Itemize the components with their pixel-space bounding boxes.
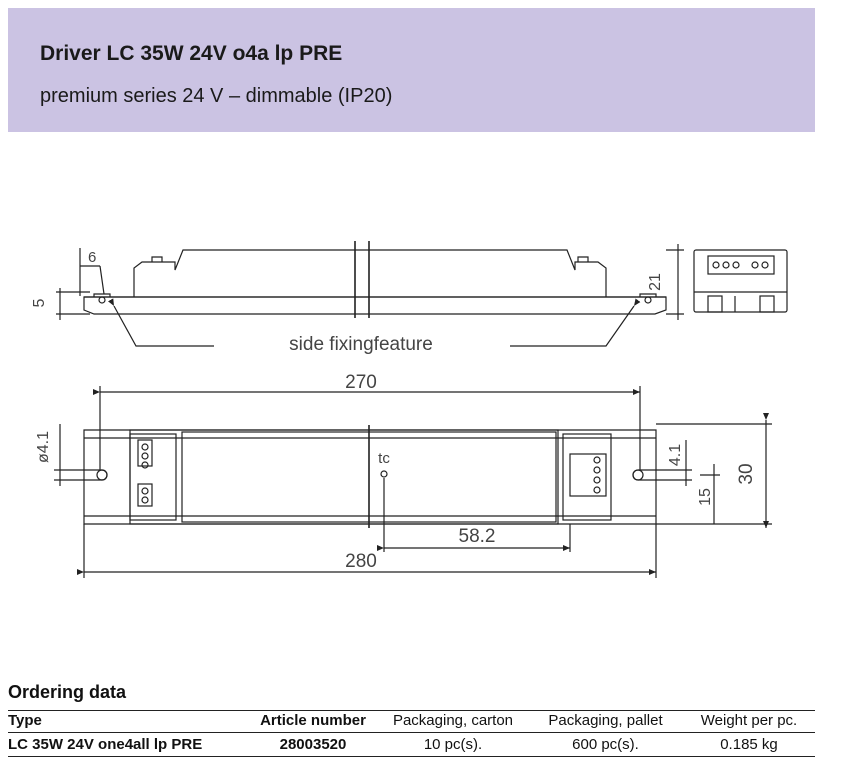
table-row: LC 35W 24V one4all lp PRE 28003520 10 pc… xyxy=(8,732,815,757)
col-article-header: Article number xyxy=(248,710,378,733)
product-subtitle: premium series 24 V – dimmable (IP20) xyxy=(40,85,393,107)
end-view xyxy=(693,249,788,313)
cell-pallet: 600 pc(s). xyxy=(528,732,683,757)
dim-30-label: 30 xyxy=(736,463,757,484)
cell-article: 28003520 xyxy=(248,732,378,757)
product-title: Driver LC 35W 24V o4a lp PRE xyxy=(40,42,343,65)
ordering-table: Type Article number Packaging, carton Pa… xyxy=(8,710,815,757)
dim-6-label: 6 xyxy=(88,249,96,266)
tc-label: tc xyxy=(378,450,390,467)
side-fixing-label: side fixingfeature xyxy=(289,334,433,355)
dim-270-label: 270 xyxy=(345,372,377,393)
title-banner: Driver LC 35W 24V o4a lp PRE premium ser… xyxy=(8,8,815,132)
technical-drawing: 6 5 21 side fixingfeature 270 ø4.1 tc 4.… xyxy=(31,241,788,578)
col-pallet-header: Packaging, pallet xyxy=(528,710,683,733)
dim-21-label: 21 xyxy=(647,273,664,291)
cell-type: LC 35W 24V one4all lp PRE xyxy=(8,732,248,757)
dim-d41-label: ø4.1 xyxy=(35,431,52,463)
col-type-header: Type xyxy=(8,710,248,733)
dim-582-label: 58.2 xyxy=(459,526,496,547)
dim-5-label: 5 xyxy=(31,298,48,307)
side-view xyxy=(56,241,684,347)
col-weight-header: Weight per pc. xyxy=(683,710,815,733)
dim-15-label: 15 xyxy=(697,488,714,506)
col-carton-header: Packaging, carton xyxy=(378,710,528,733)
dim-41-label: 4.1 xyxy=(667,444,684,466)
cell-weight: 0.185 kg xyxy=(683,732,815,757)
dim-280-label: 280 xyxy=(345,551,377,572)
top-view xyxy=(54,386,772,578)
cell-carton: 10 pc(s). xyxy=(378,732,528,757)
table-header-row: Type Article number Packaging, carton Pa… xyxy=(8,710,815,733)
ordering-data-title: Ordering data xyxy=(8,682,127,702)
